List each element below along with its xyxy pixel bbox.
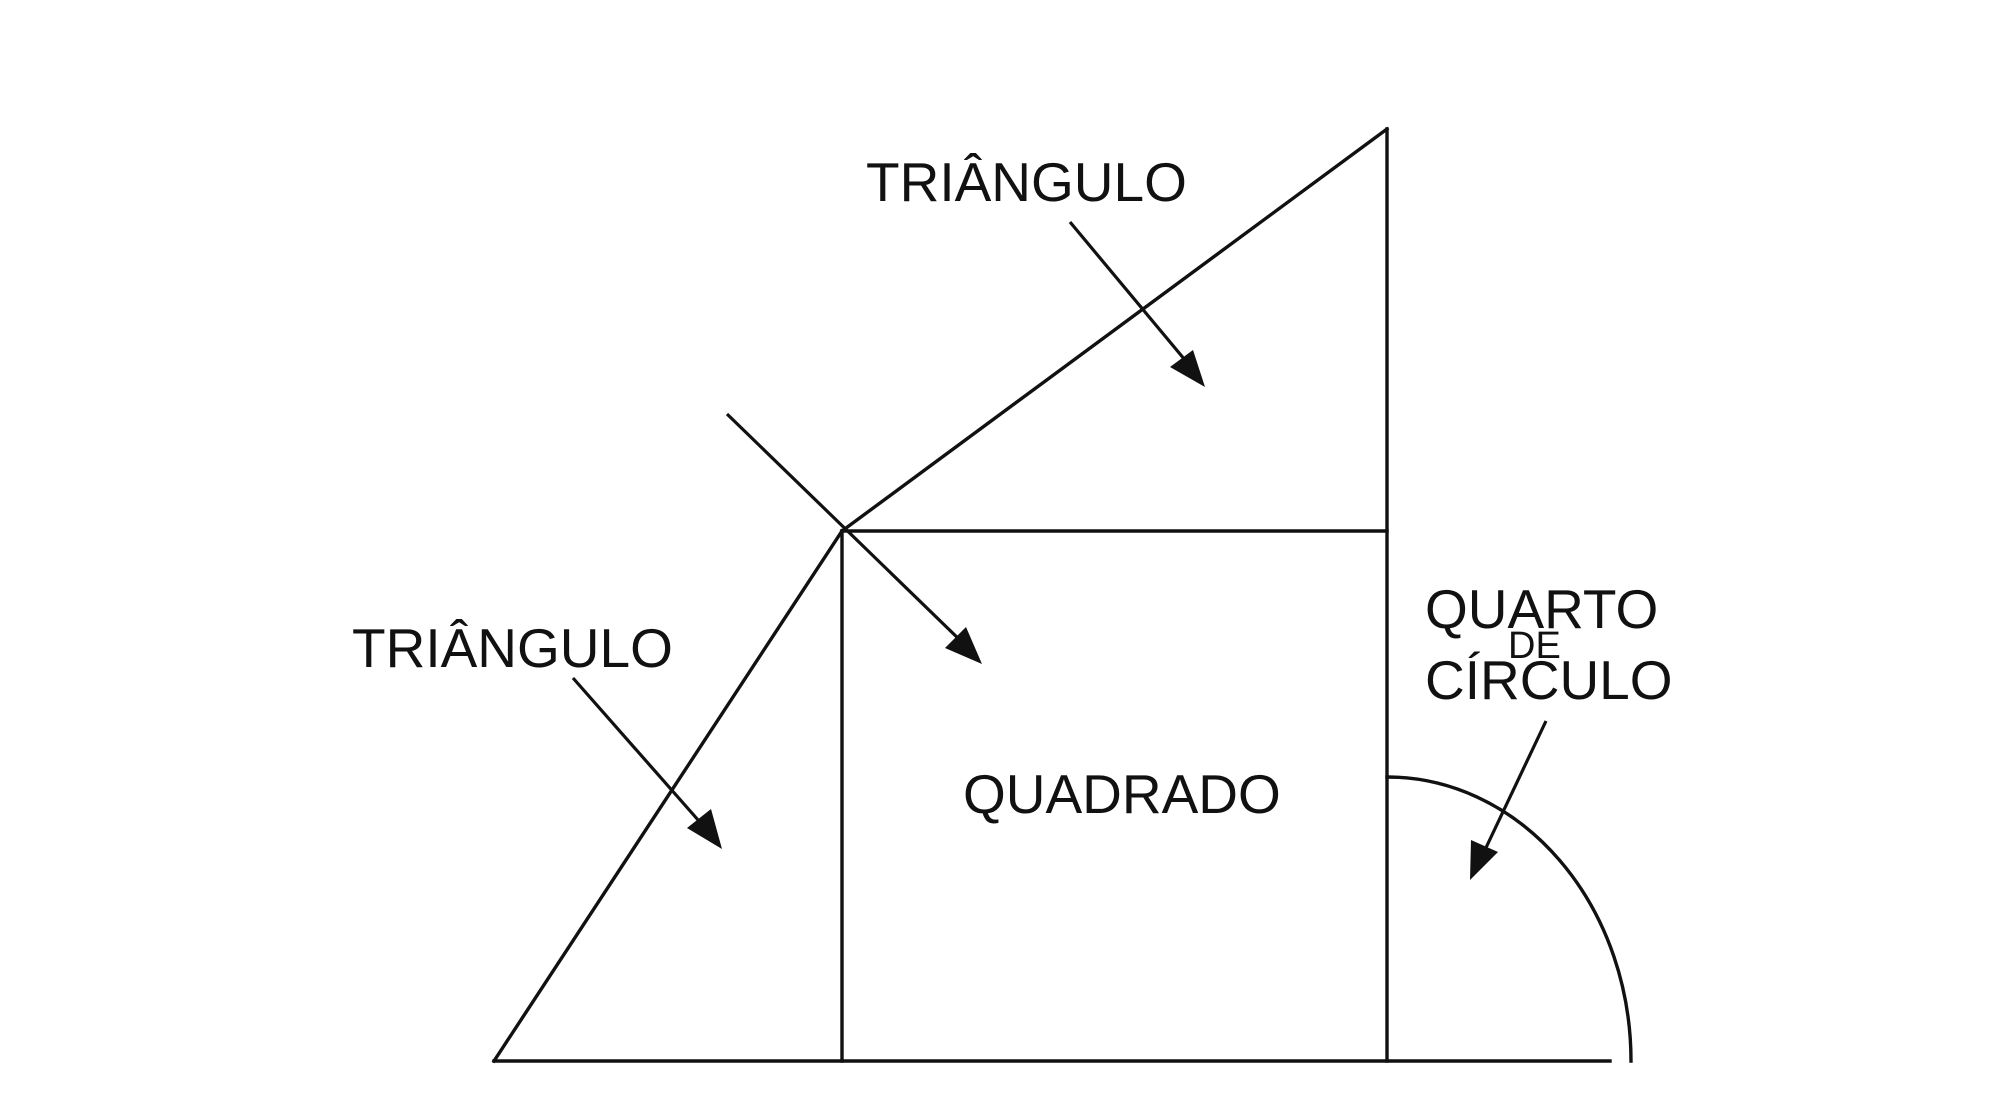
labels: TRIÂNGULO TRIÂNGULO QUADRADO QUARTO DE C… — [352, 151, 1673, 825]
figure-outline — [491, 126, 1633, 1064]
quarter-circle-arc — [1385, 775, 1633, 1063]
arrow-to-square — [725, 412, 966, 646]
label-triangle-top: TRIÂNGULO — [866, 151, 1187, 213]
arrowhead-quarter-circle — [1470, 840, 1498, 880]
arrowhead-square — [945, 627, 982, 664]
label-square: QUADRADO — [963, 763, 1281, 825]
label-quarter-circle-line1: QUARTO — [1425, 578, 1658, 640]
arrows — [571, 220, 1548, 880]
arrow-top-triangle — [1068, 220, 1192, 368]
arrowhead-left-triangle — [687, 809, 722, 849]
arrow-quarter-circle — [1481, 720, 1548, 855]
top-triangle-hypotenuse — [839, 126, 1390, 534]
arrowhead-top-triangle — [1170, 350, 1205, 387]
label-quarter-circle-line3: CÍRCULO — [1425, 649, 1673, 711]
label-quarter-circle-line2: DE — [1508, 625, 1561, 667]
label-triangle-left: TRIÂNGULO — [352, 617, 673, 679]
arrow-left-triangle — [571, 676, 708, 831]
left-triangle-hypotenuse — [491, 528, 845, 1064]
